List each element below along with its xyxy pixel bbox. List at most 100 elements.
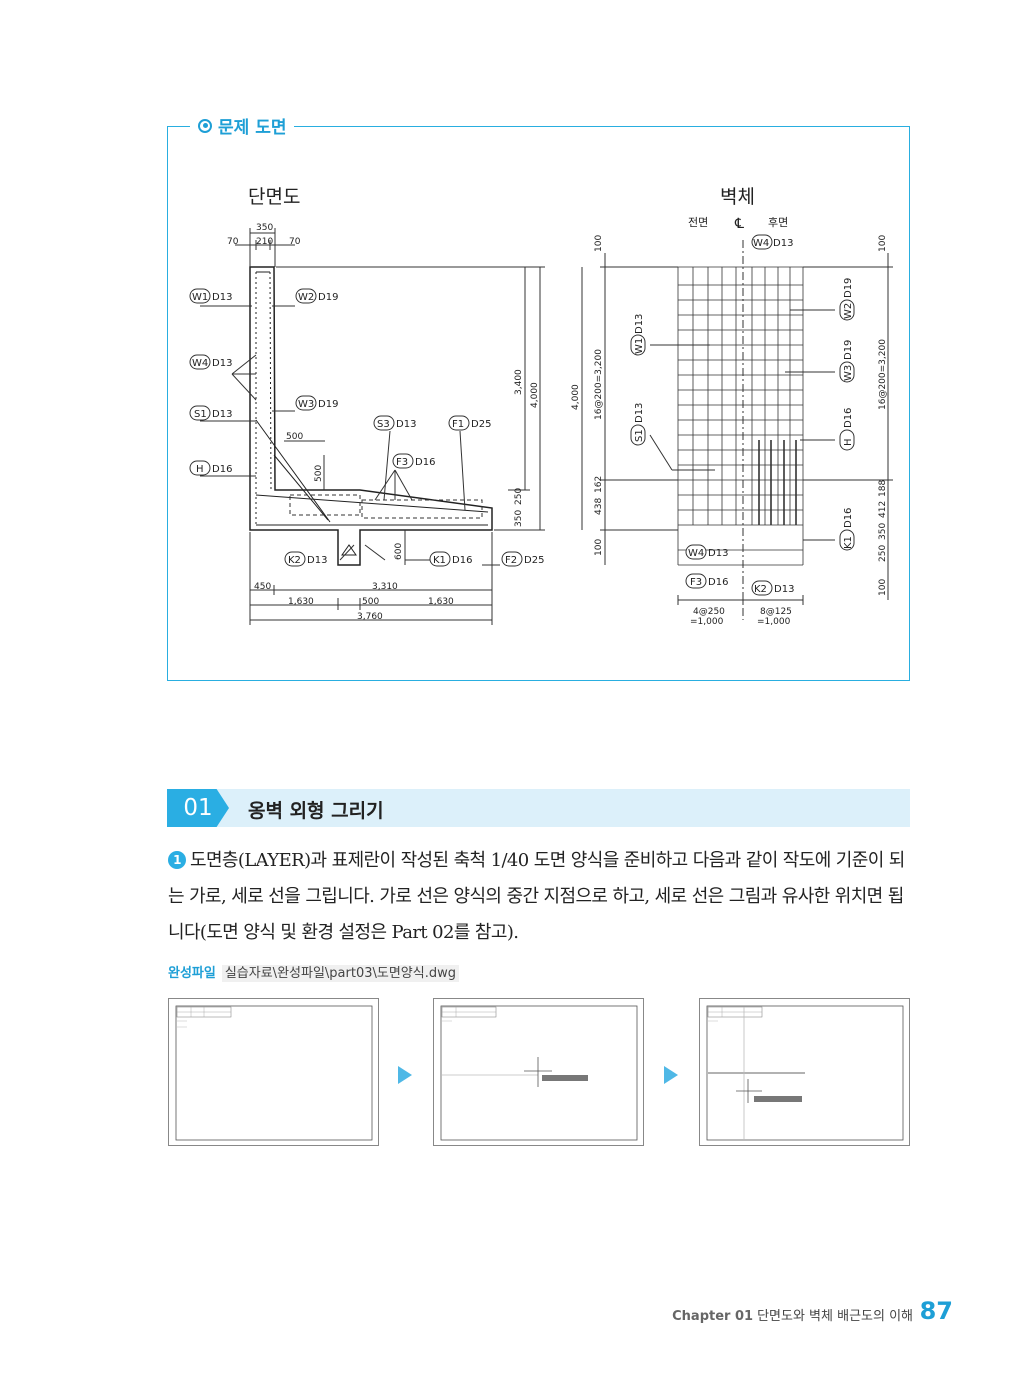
sec-dim-500c: 500 (362, 597, 379, 607)
wall-w1d: D13 (634, 314, 645, 334)
wall-front-label: 전면 (688, 216, 708, 229)
sec-dim-3760: 3,760 (357, 612, 383, 622)
sec-w3: W3 (298, 399, 314, 410)
sec-f1: F1 (452, 419, 464, 430)
wall-dim-162: 162 (594, 476, 604, 493)
sec-dim-3400: 3,400 (514, 369, 524, 395)
wall-s1d: D13 (634, 403, 645, 423)
sec-w4: W4 (192, 358, 208, 369)
wall-dim-1000a: =1,000 (690, 617, 724, 627)
next-arrow-icon (664, 1066, 678, 1084)
problem-drawing: 단면도 벽체 350 70 210 70 3,400 4,000 (189, 186, 893, 627)
sec-s3d: D13 (396, 419, 416, 430)
sec-dim-70b: 70 (289, 237, 301, 247)
wall-dim-100d: 100 (878, 579, 888, 596)
sec-s3: S3 (377, 419, 390, 430)
sec-w1: W1 (192, 292, 208, 303)
step-number-badge: 1 (168, 851, 186, 869)
section-drawing-title: 단면도 (248, 186, 300, 208)
wall-w3d: D19 (843, 340, 854, 360)
step-screenshot-2 (433, 998, 644, 1146)
sec-f3d: D16 (415, 457, 435, 468)
wall-dim-250: 250 (878, 545, 888, 562)
sec-f3: F3 (396, 457, 408, 468)
wall-w2: W2 (843, 303, 854, 319)
sec-h: H (196, 464, 204, 475)
sec-hd: D16 (212, 464, 232, 475)
sec-dim-3310: 3,310 (372, 582, 398, 592)
sec-f2d: D25 (524, 555, 544, 566)
file-reference: 완성파일 실습자료\완성파일\part03\도면양식.dwg (168, 962, 459, 982)
sec-dim-350b: 350 (514, 510, 524, 527)
sec-dim-600: 600 (394, 543, 404, 560)
page-number: 87 (919, 1297, 953, 1325)
sec-dim-500b: 500 (314, 465, 324, 482)
step-text: 도면층(LAYER)과 표제란이 작성된 축척 1/40 도면 양식을 준비하고… (168, 850, 905, 943)
wall-w1: W1 (634, 338, 645, 354)
wall-w4bd: D13 (708, 548, 728, 559)
wall-s1: S1 (634, 429, 645, 442)
sec-k2: K2 (288, 555, 301, 566)
wall-dim-100a: 100 (594, 235, 604, 252)
step-screenshot-3 (699, 998, 910, 1146)
section-header-bar (167, 789, 910, 827)
wall-w4d: D13 (773, 238, 793, 249)
sec-w2: W2 (298, 292, 314, 303)
wall-back-label: 후면 (768, 216, 788, 229)
sec-dim-450: 450 (254, 582, 271, 592)
wall-dim-4at250: 4@250 (693, 607, 725, 617)
sec-dim-1630a: 1,630 (288, 597, 314, 607)
sec-dim-250: 250 (514, 488, 524, 505)
wall-dim-8at125: 8@125 (760, 607, 792, 617)
wall-dim-16a: 16@200=3,200 (594, 349, 604, 420)
step-screenshot-1 (168, 998, 379, 1146)
sec-dim-500a: 500 (286, 432, 303, 442)
sec-dim-1630b: 1,630 (428, 597, 454, 607)
wall-k2: K2 (754, 584, 767, 595)
wall-w3: W3 (843, 365, 854, 381)
sec-dim-70a: 70 (227, 237, 239, 247)
wall-dim-100b: 100 (594, 539, 604, 556)
next-arrow-icon (398, 1066, 412, 1084)
sec-f1d: D25 (471, 419, 491, 430)
problem-legend: 문제 도면 (190, 113, 295, 138)
sec-dim-210: 210 (256, 237, 273, 247)
sec-k1d: D16 (452, 555, 472, 566)
wall-rebar-grid (677, 266, 804, 566)
wall-cl-mark: ℄ (734, 216, 744, 232)
problem-drawing-box (167, 126, 910, 681)
wall-h: H (843, 438, 854, 446)
section-title: 옹벽 외형 그리기 (248, 800, 384, 822)
wall-f3: F3 (690, 577, 702, 588)
wall-hd: D16 (843, 408, 854, 428)
wall-k1d: D16 (843, 508, 854, 528)
sec-w2d: D19 (318, 292, 338, 303)
wall-f3d: D16 (708, 577, 728, 588)
wall-w4b: W4 (688, 548, 704, 559)
sec-k1: K1 (433, 555, 446, 566)
problem-legend-label: 문제 도면 (218, 118, 287, 138)
wall-dim-100c: 100 (878, 235, 888, 252)
footer-chapter-title: 단면도와 벽체 배근도의 이해 (757, 1309, 913, 1324)
wall-dim-1000b: =1,000 (757, 617, 791, 627)
wall-w4: W4 (753, 238, 769, 249)
sec-k2d: D13 (307, 555, 327, 566)
file-label: 완성파일 (168, 966, 216, 981)
file-path: 실습자료\완성파일\part03\도면양식.dwg (221, 965, 459, 982)
sec-f2: F2 (505, 555, 517, 566)
sec-w3d: D19 (318, 399, 338, 410)
sec-s1d: D13 (212, 409, 232, 420)
sec-dim-350: 350 (256, 223, 273, 233)
wall-k2d: D13 (774, 584, 794, 595)
sec-w1d: D13 (212, 292, 232, 303)
wall-dim-412: 412 (878, 501, 888, 518)
wall-w2d: D19 (843, 278, 854, 298)
section-number: 01 (167, 789, 229, 827)
wall-k1: K1 (843, 536, 854, 549)
wall-dim-350: 350 (878, 523, 888, 540)
retaining-wall-outline (249, 266, 493, 566)
target-icon (198, 118, 212, 133)
wall-dim-438: 438 (594, 498, 604, 515)
wall-drawing-title: 벽체 (720, 186, 755, 208)
